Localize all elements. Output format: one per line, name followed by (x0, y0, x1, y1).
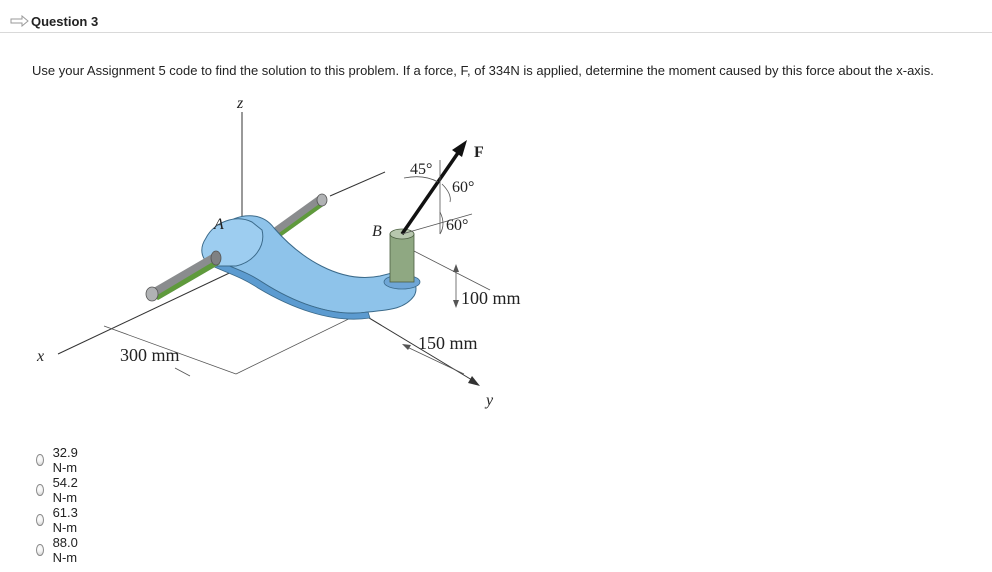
rod-right (268, 193, 328, 240)
answer-option-4[interactable]: 88.0 N-m (36, 535, 82, 565)
question-title: Question 3 (31, 14, 99, 29)
back-line (329, 171, 386, 197)
problem-figure: z x y A B F 45° 60° 60° 100 mm 150 mm 30… (36, 95, 521, 409)
arrow-right-icon (10, 15, 29, 27)
dim-100-label: 100 mm (461, 288, 521, 308)
y-axis-arrowhead (468, 376, 480, 386)
z-axis-label: z (236, 95, 244, 112)
dim-150-line (404, 345, 465, 375)
radio-button[interactable] (36, 484, 44, 496)
angle-arc-45 (403, 176, 439, 183)
force-arrowhead (452, 140, 467, 157)
dim-100-ext-top (411, 249, 491, 291)
answer-option-3[interactable]: 61.3 N-m (36, 505, 82, 535)
angle-60-bottom-label: 60° (446, 217, 468, 234)
question-text: Use your Assignment 5 code to find the s… (32, 63, 934, 78)
radio-button[interactable] (36, 514, 44, 526)
angle-arc-60-bottom (439, 211, 444, 235)
x-axis-line (57, 267, 241, 355)
answer-label: 61.3 N-m (52, 505, 78, 535)
dim-300-label: 300 mm (120, 345, 180, 365)
point-b-label: B (372, 223, 382, 240)
answer-option-1[interactable]: 32.9 N-m (36, 445, 82, 475)
question-header: Question 3 (0, 0, 992, 33)
dim-300-line (103, 325, 237, 375)
angle-arc-60-top (441, 183, 451, 203)
y-axis-label: y (484, 392, 494, 409)
answer-label: 88.0 N-m (52, 535, 78, 565)
angle-60-top-label: 60° (452, 179, 474, 196)
angle-ref-horizontal (401, 213, 473, 235)
radio-button[interactable] (36, 454, 44, 466)
post-b (383, 228, 421, 290)
answer-label: 54.2 N-m (52, 475, 78, 505)
answer-option-2[interactable]: 54.2 N-m (36, 475, 82, 505)
dim-150-arrow (402, 344, 411, 350)
x-axis-label: x (36, 348, 44, 365)
dim-100-arrow-bottom (453, 300, 459, 308)
angle-45-label: 45° (410, 161, 432, 178)
rod-left (145, 250, 222, 302)
force-label: F (474, 144, 484, 161)
dim-150-label: 150 mm (418, 333, 478, 353)
dim-300-tick (174, 367, 191, 377)
point-a-label: A (213, 216, 224, 233)
force-vector (400, 149, 462, 235)
dim-100-arrow-top (453, 264, 459, 272)
radio-button[interactable] (36, 544, 44, 556)
answer-label: 32.9 N-m (52, 445, 78, 475)
